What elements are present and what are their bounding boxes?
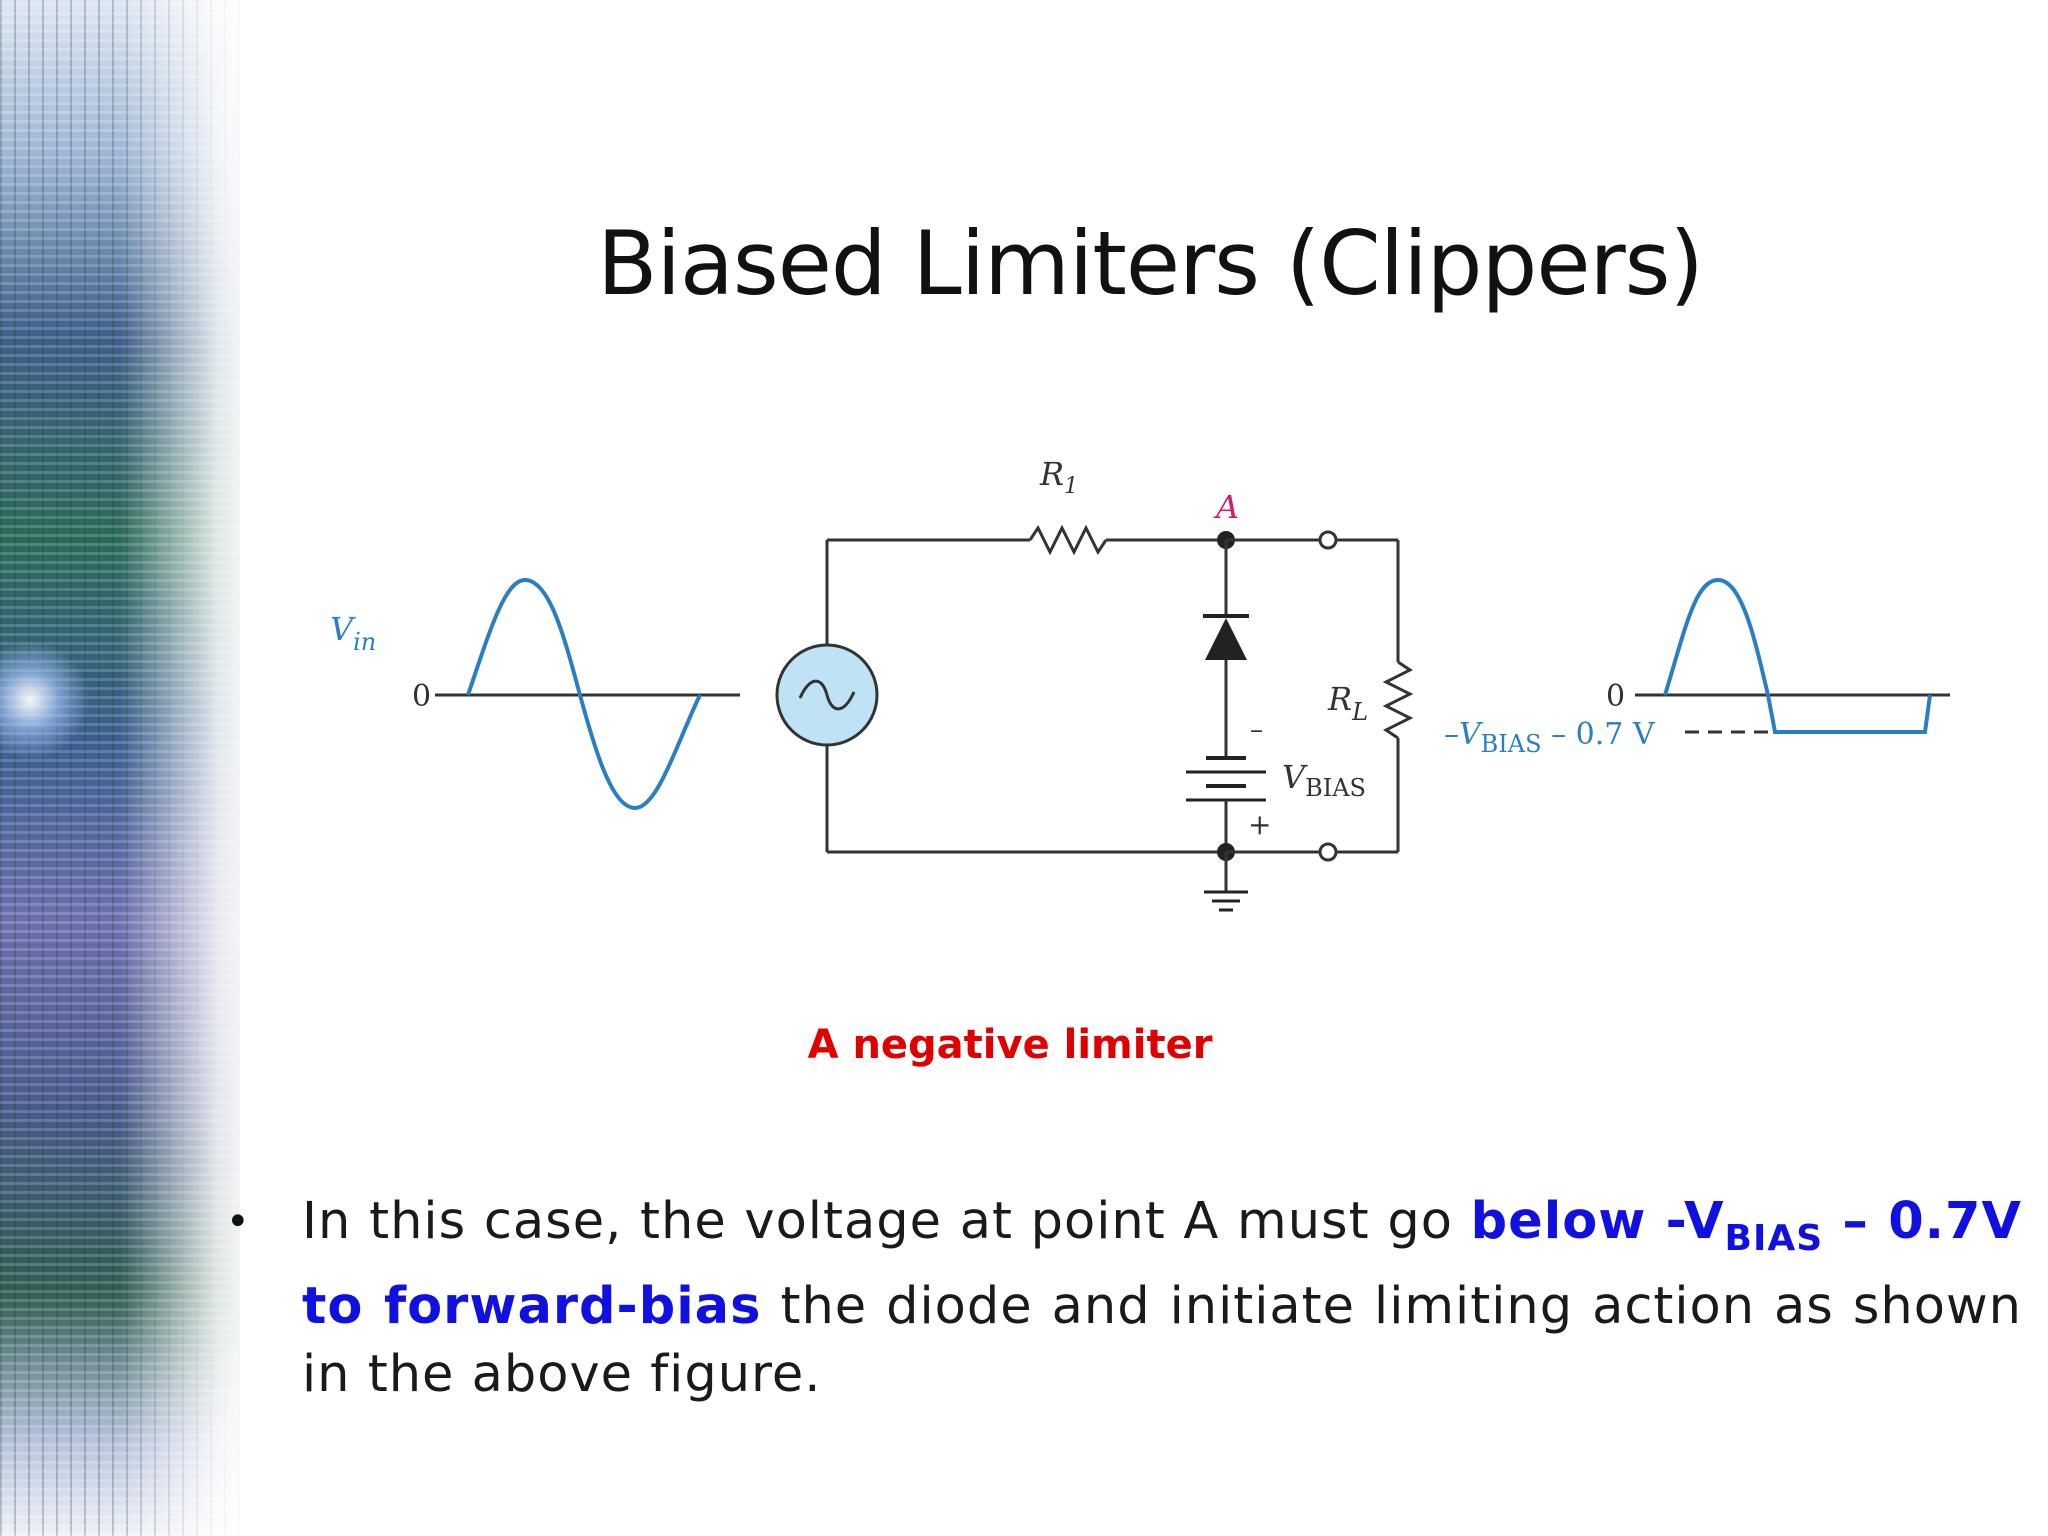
bullet-text: In this case, the voltage at point A mus… (302, 1188, 2022, 1409)
bullet-highlight: below -VBIAS – 0.7V to forward-bias (302, 1192, 2022, 1336)
ground-rail (827, 842, 1398, 862)
diagram-caption: A negative limiter (807, 1022, 1213, 1068)
resistor-rl: RL (1327, 540, 1414, 852)
ground-icon (1204, 852, 1248, 912)
rl-label: RL (1327, 680, 1368, 726)
input-waveform: 0 Vin (330, 577, 740, 811)
bullet-marker: • (226, 1199, 250, 1245)
side-decoration-fade (120, 0, 260, 1536)
output-terminal-top (1226, 530, 1398, 550)
diode (1203, 540, 1249, 758)
input-voltage-label: Vin (330, 610, 376, 656)
bullet-highlight-part1: below -V (1470, 1192, 1725, 1251)
resistor-r1: R1 (827, 455, 1226, 556)
negative-limiter-circuit-diagram: 0 Vin R1 A – + V (330, 455, 1950, 912)
slide-title: Biased Limiters (Clippers) (597, 212, 1704, 315)
bullet-highlight-part2: – 0.7V to forward-bias (302, 1192, 2023, 1336)
output-clip-level-label: –VBIAS – 0.7 V (1444, 717, 1656, 758)
node-a-label: A (1213, 488, 1239, 526)
bullet-text-after: the diode and initiate limiting action a… (302, 1277, 2022, 1404)
r1-label: R1 (1039, 455, 1078, 499)
node-a: A (1213, 488, 1239, 549)
battery-plus-sign: + (1248, 808, 1271, 841)
output-zero-label: 0 (1606, 679, 1625, 714)
input-zero-label: 0 (412, 679, 431, 714)
bullet-highlight-subscript: BIAS (1724, 1218, 1824, 1259)
output-waveform: 0 –VBIAS – 0.7 V (1444, 577, 1950, 758)
bias-battery: – + VBIAS (1186, 715, 1366, 852)
ac-source (775, 540, 879, 852)
vbias-label: VBIAS (1282, 758, 1366, 802)
battery-minus-sign: – (1250, 715, 1263, 745)
bullet-text-before: In this case, the voltage at point A mus… (302, 1192, 1471, 1251)
